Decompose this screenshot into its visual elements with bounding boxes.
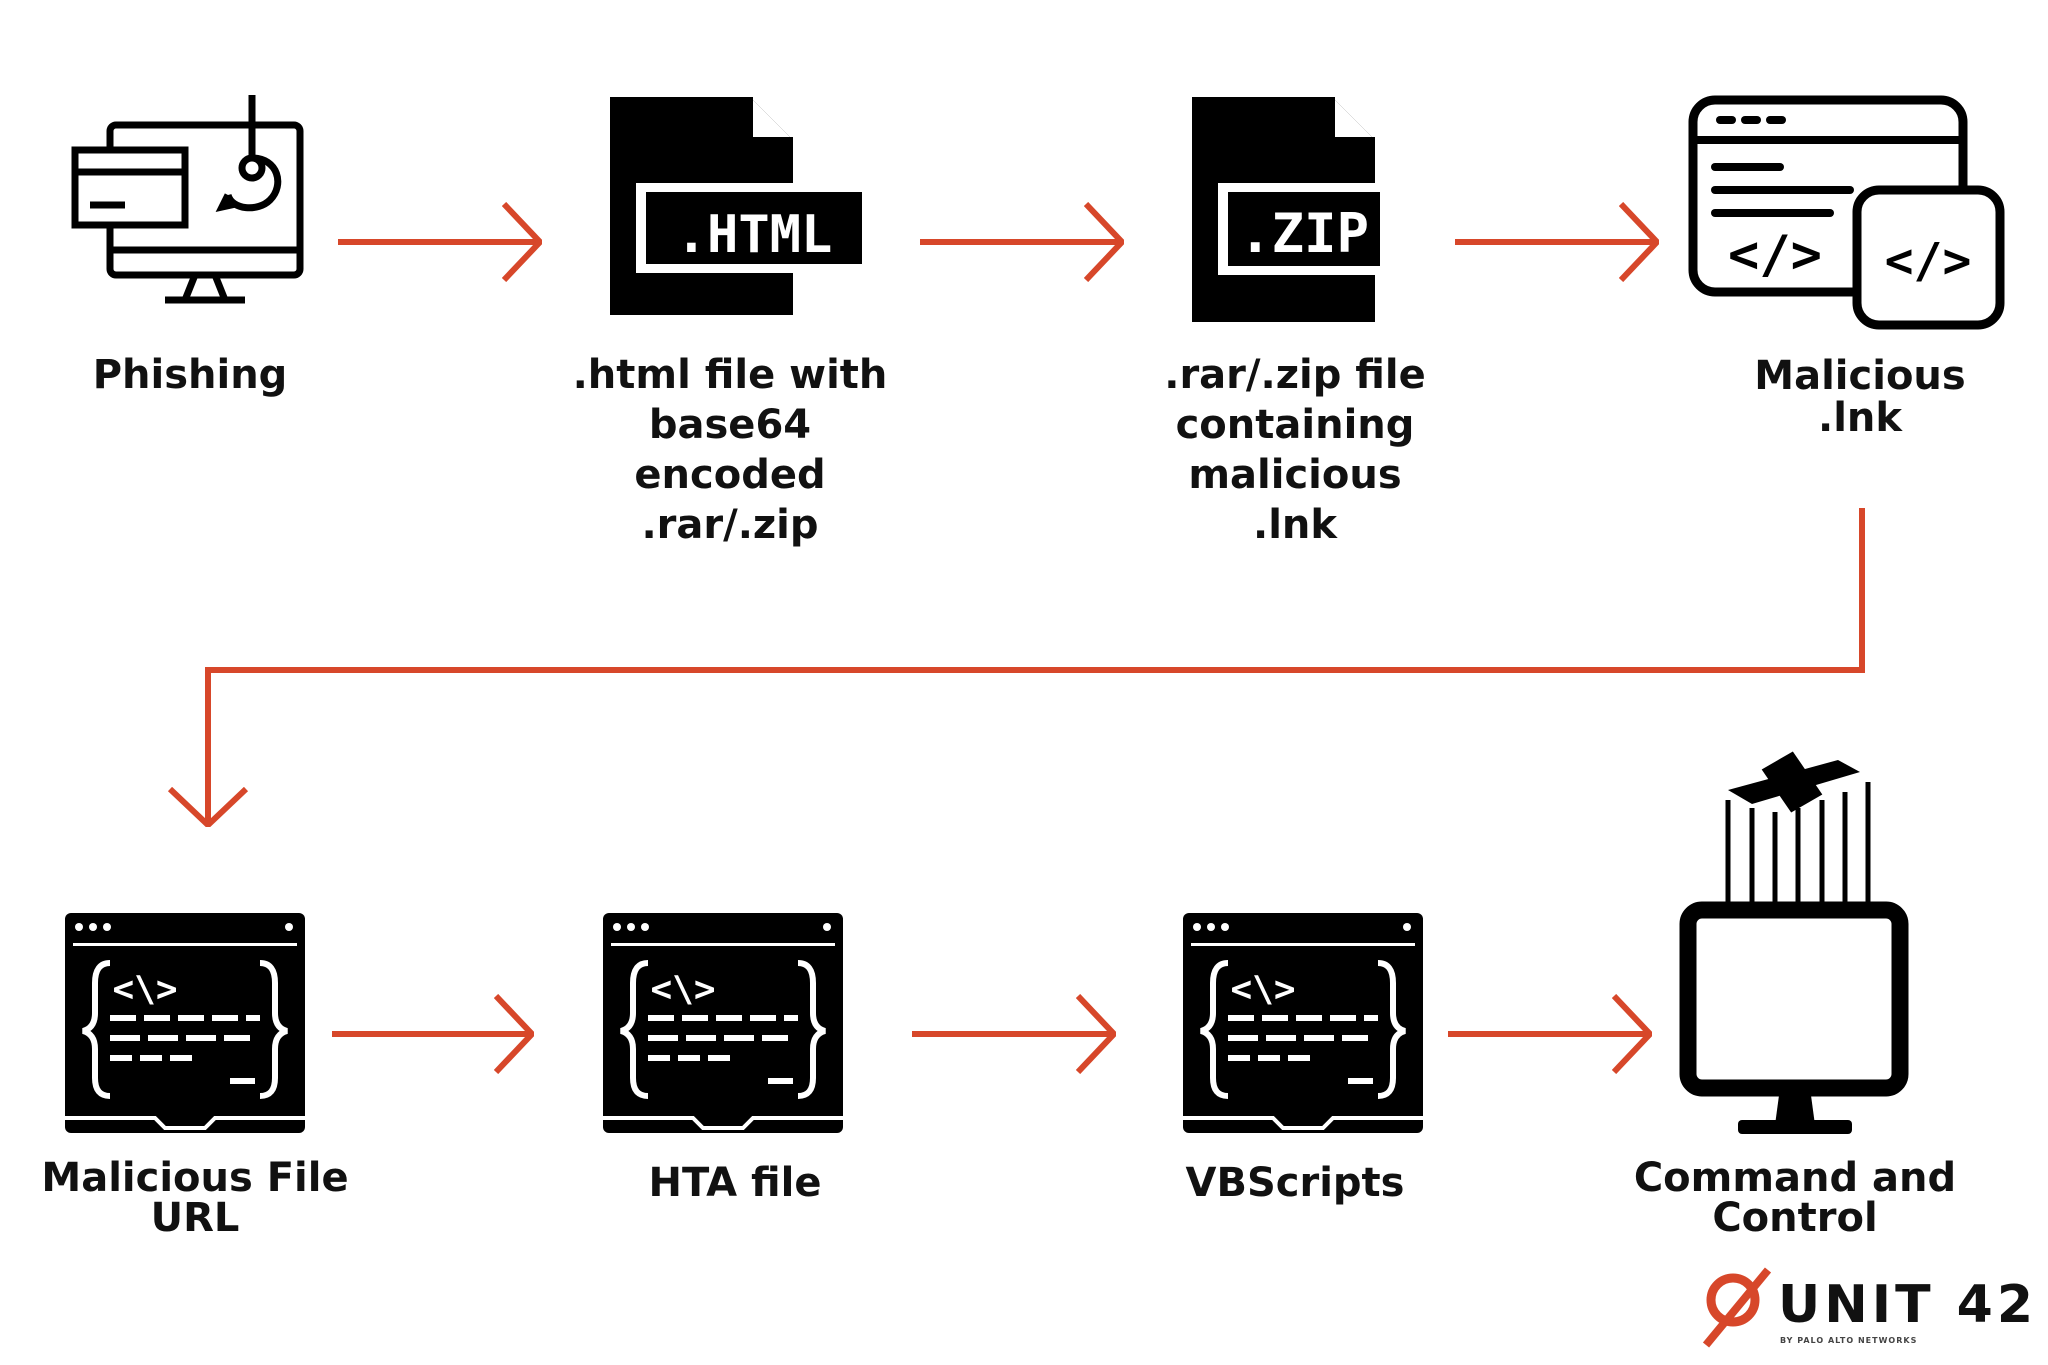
code-symbol: <\>: [1230, 969, 1295, 1010]
html-file-icon: .HTML: [610, 97, 872, 315]
arrow-wrap: [208, 508, 1865, 825]
html-badge-text: .HTML: [676, 205, 833, 265]
zip-file-icon: .ZIP: [1192, 97, 1390, 322]
brand-tagline: BY PALO ALTO NETWORKS: [1780, 1336, 1917, 1345]
code-symbol-large: </>: [1728, 225, 1822, 285]
label-command-and-control: Command and Control: [1633, 1155, 1957, 1241]
code-window-icon-hta: <\>: [603, 913, 843, 1133]
code-window-icon-vbs: <\>: [1183, 913, 1423, 1133]
label-html-file: .html file with base64 encoded .rar/.zip: [572, 352, 888, 548]
label-malicious-lnk: Malicious .lnk: [1754, 353, 1966, 441]
label-zip-file: .rar/.zip file containing malicious .lnk: [1164, 352, 1426, 548]
satellite-monitor-icon: [1679, 751, 1909, 1134]
code-symbol-small: </>: [1885, 233, 1972, 289]
unit42-logo: UNIT 42 BY PALO ALTO NETWORKS: [1702, 1267, 2037, 1348]
label-malicious-file-url: Malicious File URL: [41, 1155, 349, 1241]
label-hta-file: HTA file: [648, 1160, 822, 1206]
code-symbol: <\>: [650, 969, 715, 1010]
code-windows-icon: </> </>: [1688, 95, 2005, 330]
code-window-icon-url: <\>: [65, 913, 305, 1133]
label-vbscripts: VBScripts: [1185, 1160, 1405, 1206]
code-symbol: <\>: [112, 969, 177, 1010]
zip-badge-text: .ZIP: [1239, 202, 1369, 265]
label-phishing: Phishing: [92, 352, 288, 398]
phishing-monitor-icon: [71, 95, 304, 304]
flow-arrows: [208, 242, 1865, 1034]
brand-name: UNIT 42: [1778, 1275, 2037, 1335]
